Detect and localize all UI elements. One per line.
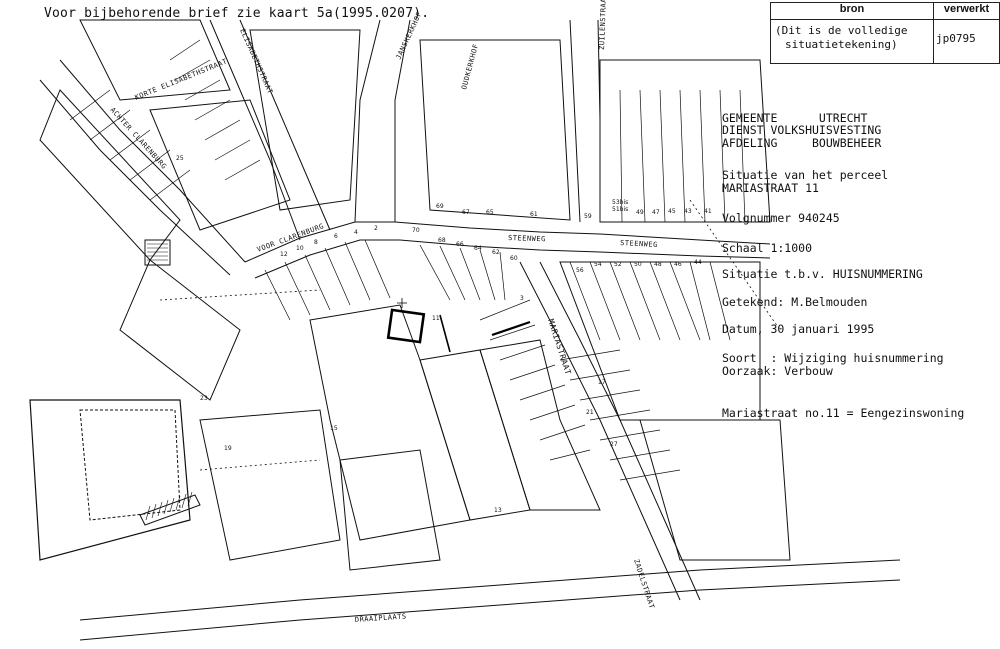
info-situatie-line1: Situatie van het perceel: [722, 168, 889, 182]
info-dienst: DIENST VOLKSHUISVESTING: [722, 123, 882, 137]
house-number: 61: [530, 211, 538, 218]
street-label-steenweg-east: STEENWEG: [620, 239, 658, 249]
house-number: 10: [296, 245, 304, 252]
house-number: 60: [510, 255, 518, 262]
house-number: 15: [330, 425, 338, 432]
info-resultaat: Mariastraat no.11 = Eengezinswoning: [722, 406, 965, 420]
info-schaal: Schaal 1:1000: [722, 241, 813, 255]
source-bron-cell: (Dit is de volledige situatietekening): [770, 19, 934, 64]
street-label-achter-clarenburg: ACHTER CLARENBURG: [109, 106, 169, 171]
house-number: 48: [654, 261, 662, 268]
street-label-zuilenstraat: ZUILENSTRAAT: [598, 0, 608, 50]
house-number: 19: [224, 445, 232, 452]
house-number: 67: [462, 209, 470, 216]
house-number: 50: [634, 261, 642, 268]
source-header-verwerkt: verwerkt: [933, 2, 1000, 20]
street-label-mariastraat: MARIASTRAAT: [546, 318, 573, 376]
house-number: 2: [374, 225, 378, 232]
house-number: 49: [636, 209, 644, 216]
house-number: 17: [598, 379, 606, 386]
house-number: 68: [438, 237, 446, 244]
house-number: 27: [610, 441, 618, 448]
house-number: 3: [520, 295, 524, 302]
house-number: 25: [176, 155, 184, 162]
source-bron-line2: situatietekening): [785, 38, 898, 51]
house-number: 47: [652, 209, 660, 216]
house-number: 44: [694, 259, 702, 266]
source-bron-line1: (Dit is de volledige: [775, 24, 908, 37]
house-number: 46: [674, 261, 682, 268]
house-number: 51bis: [612, 206, 628, 213]
house-number: 13: [494, 507, 502, 514]
info-datum: Datum, 30 januari 1995: [722, 322, 875, 336]
house-number: 43: [684, 208, 692, 215]
info-gemeente: GEMEENTE UTRECHT: [722, 111, 868, 125]
house-number: 66: [456, 241, 464, 248]
street-label-steenweg: STEENWEG: [508, 234, 546, 243]
house-number: 69: [436, 203, 444, 210]
house-number: 12: [280, 251, 288, 258]
street-label-korte-elisabethstraat: KORTE ELISABETHSTRAAT: [134, 57, 229, 102]
house-number: 8: [314, 239, 318, 246]
house-number: 65: [486, 209, 494, 216]
house-number: 6: [334, 233, 338, 240]
house-number: 11: [432, 315, 440, 322]
info-soort: Soort : Wijziging huisnummering: [722, 351, 944, 365]
house-number: 21: [586, 409, 594, 416]
house-number: 64: [474, 245, 482, 252]
house-number: 4: [354, 229, 358, 236]
info-afdeling: AFDELING BOUWBEHEER: [722, 136, 882, 150]
house-number: 53bis: [612, 199, 628, 206]
house-number: 23: [200, 395, 208, 402]
source-verwerkt-value: jp0795: [933, 19, 1000, 64]
info-situatie-line2: MARIASTRAAT 11: [722, 181, 819, 195]
source-table: bron verwerkt (Dit is de volledige situa…: [770, 2, 1000, 64]
info-situatie-doel: Situatie t.b.v. HUISNUMMERING: [722, 267, 923, 281]
reference-note: Voor bijbehorende brief zie kaart 5a(199…: [44, 6, 430, 21]
street-label-elisabethstraat: ELISABETHSTRAAT: [238, 28, 274, 96]
house-number: 70: [412, 227, 420, 234]
house-number: 54: [594, 261, 602, 268]
street-label-draaiplaats: DRAAIPLAATS: [355, 612, 407, 624]
house-number: 41: [704, 208, 712, 215]
info-volgnummer: Volgnummer 940245: [722, 211, 840, 225]
house-number: 56: [576, 267, 584, 274]
info-getekend: Getekend: M.Belmouden: [722, 295, 868, 309]
highlighted-parcel: [386, 308, 426, 344]
house-number: 52: [614, 261, 622, 268]
house-number: 62: [492, 249, 500, 256]
info-oorzaak: Oorzaak: Verbouw: [722, 364, 833, 378]
house-number: 59: [584, 213, 592, 220]
house-number: 45: [668, 208, 676, 215]
street-label-zadelstraat: ZADELSTRAAT: [632, 558, 656, 610]
street-label-oudkerkhof: OUDKERKHOF: [460, 43, 480, 91]
source-header-bron: bron: [770, 2, 934, 20]
